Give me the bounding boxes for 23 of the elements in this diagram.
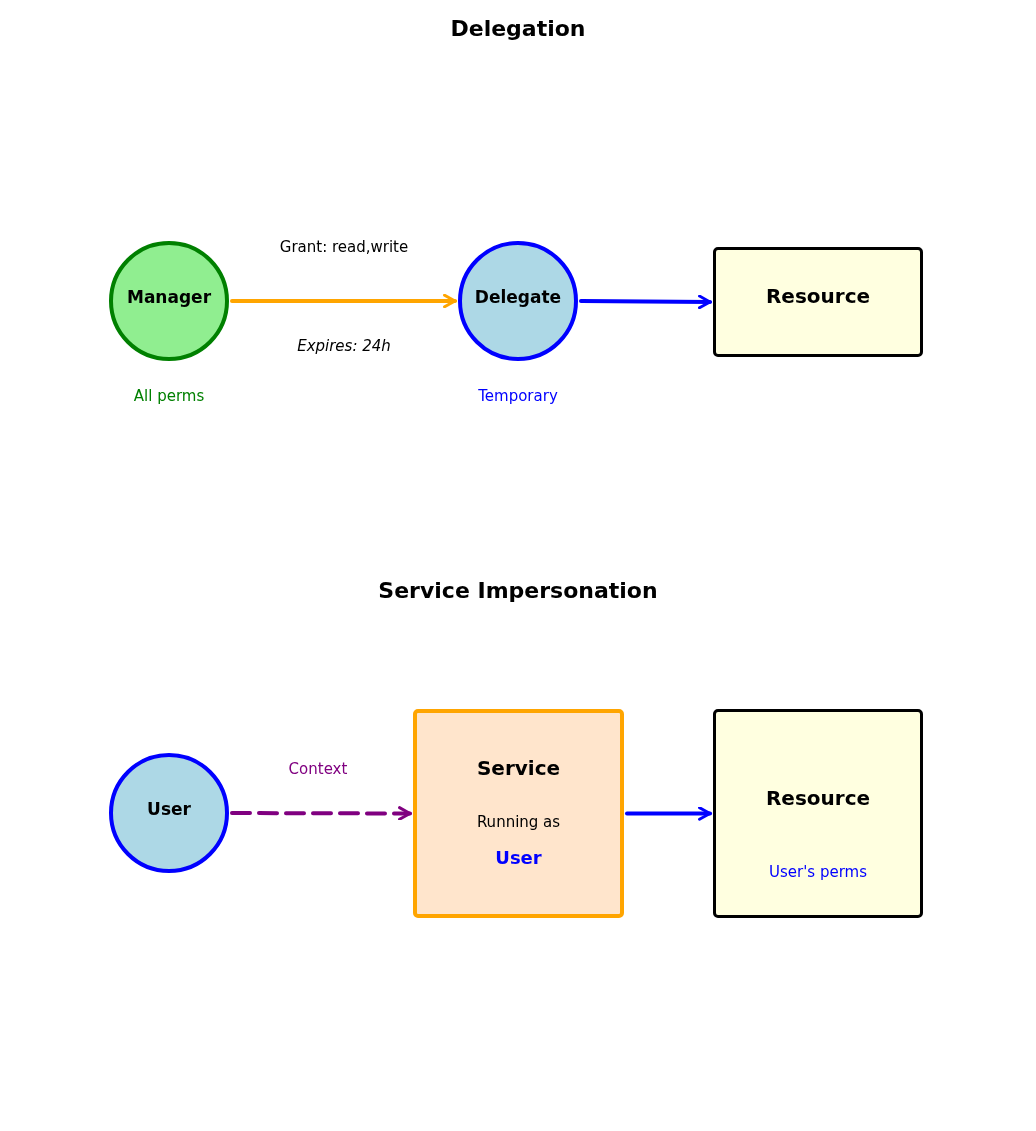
edge-label: Grant: read,write: [279, 240, 409, 255]
node-title: Resource: [764, 286, 872, 306]
node-caption: Temporary: [478, 389, 558, 404]
arrow: [230, 806, 412, 821]
node-title: Delegate: [473, 288, 563, 306]
node-title: Resource: [764, 788, 872, 808]
node-title: Service: [475, 758, 562, 778]
section-title: Delegation: [450, 18, 586, 40]
arrow: [625, 806, 712, 821]
section-title: Service Impersonation: [378, 580, 658, 602]
node-title: Manager: [125, 288, 212, 306]
arrow: [230, 293, 457, 309]
node-text: User: [494, 849, 543, 867]
node-caption: All perms: [133, 389, 205, 404]
edge-note: Expires: 24h: [297, 338, 391, 354]
node-text: User's perms: [768, 864, 868, 880]
process-box: [413, 709, 624, 918]
node-text: Running as: [475, 814, 562, 830]
process-box: [713, 247, 923, 357]
edge-label: Context: [288, 762, 348, 777]
node-title: User: [146, 800, 192, 818]
arrow: [579, 294, 712, 310]
process-box: [713, 709, 923, 918]
